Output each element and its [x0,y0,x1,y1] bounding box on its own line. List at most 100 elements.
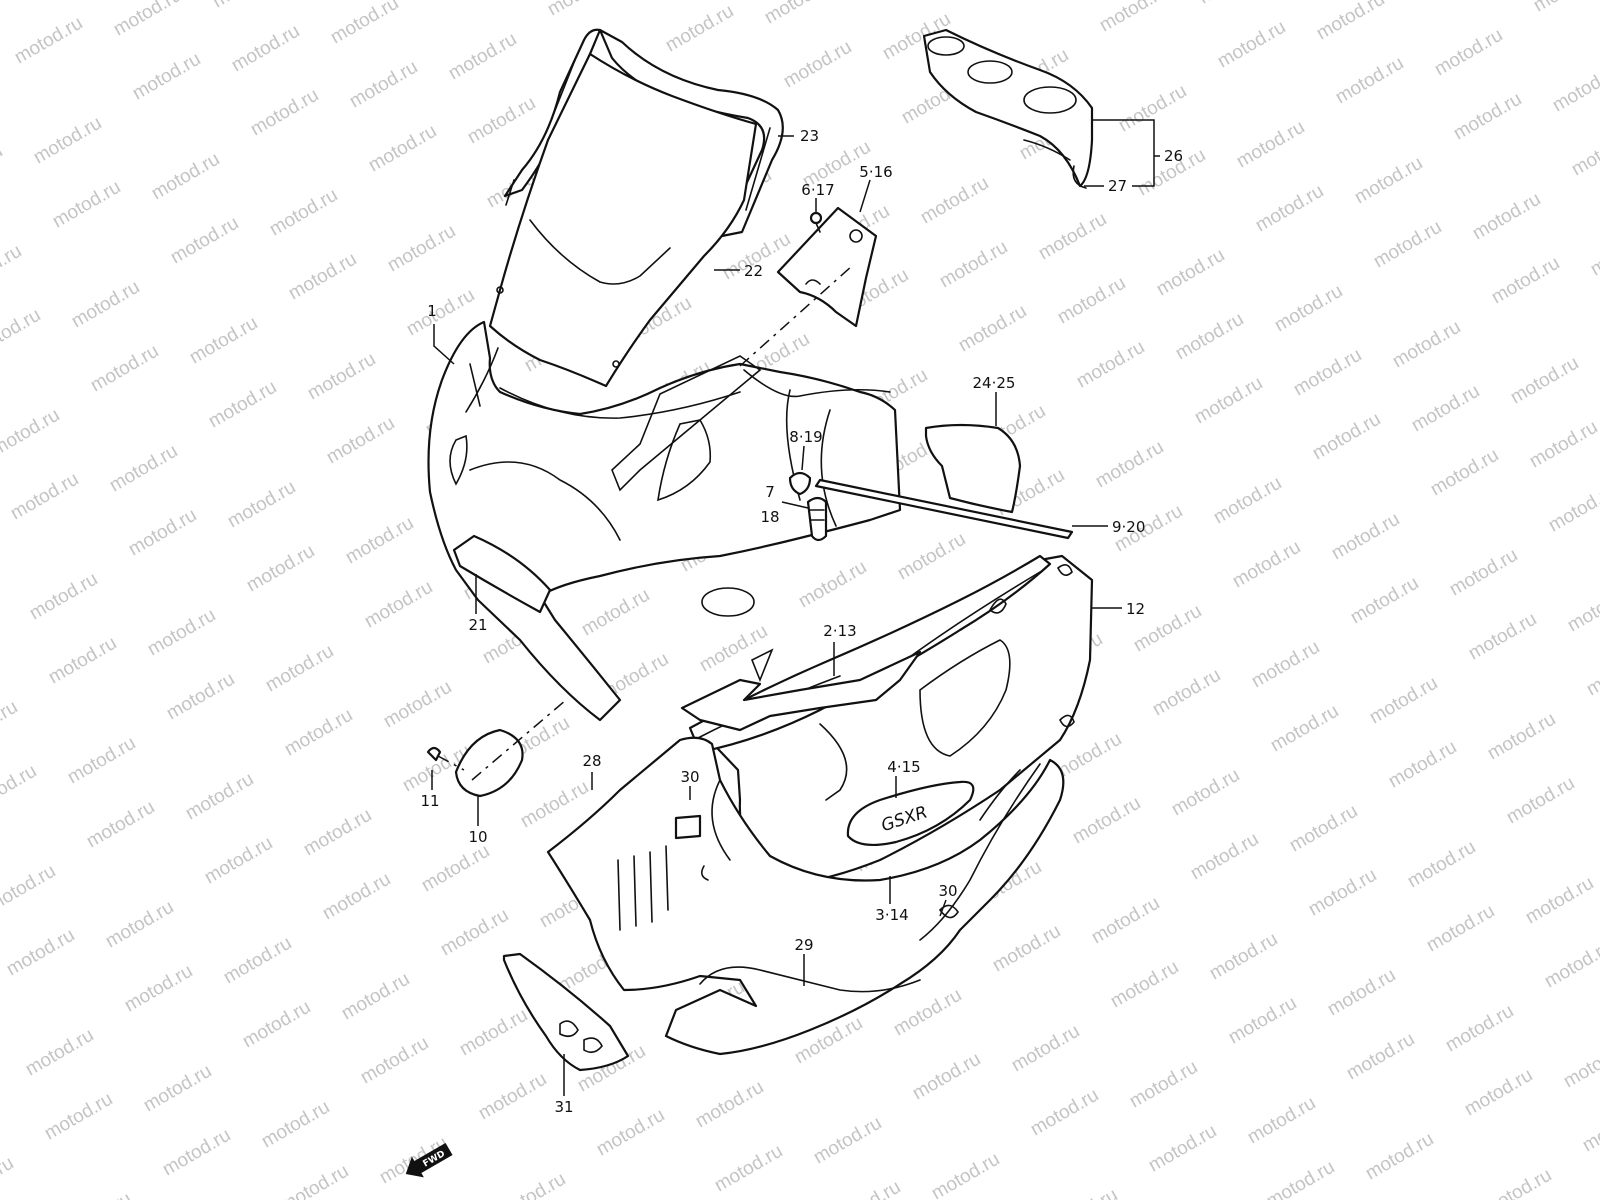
watermark-text: motod.ru [1328,509,1403,565]
callout-8-19: 8·19 [789,428,822,446]
watermark-text: motod.ru [456,1005,531,1061]
watermark-text: motod.ru [475,1069,550,1125]
watermark-text: motod.ru [228,21,303,77]
callout-3-14: 3·14 [875,906,908,924]
watermark-text: motod.ru [894,529,969,585]
watermark-text: motod.ru [1427,445,1502,501]
watermark-text: motod.ru [780,37,855,93]
callout-30-lower: 30 [938,882,957,900]
watermark-text: motod.ru [262,641,337,697]
watermark-text: motod.ru [517,777,592,833]
watermark-text: motod.ru [1526,417,1600,473]
watermark-text: motod.ru [1545,481,1600,537]
mirror-plate [776,206,878,328]
watermark-text: motod.ru [1214,17,1289,73]
watermark-text: motod.ru [890,985,965,1041]
watermark-text: motod.ru [1286,801,1361,857]
watermark-text: motod.ru [163,669,238,725]
watermark-text: motod.ru [909,1049,984,1105]
watermark-text: motod.ru [1484,709,1559,765]
watermark-text: motod.ru [437,905,512,961]
watermark-text: motod.ru [936,237,1011,293]
watermark-text: motod.ru [1149,665,1224,721]
watermark-text: motod.ru [1027,1085,1102,1141]
watermark-text: motod.ru [1073,337,1148,393]
windscreen [488,52,758,388]
watermark-text: motod.ru [1389,317,1464,373]
watermark-text: motod.ru [1560,1037,1600,1093]
callout-10: 10 [468,828,487,846]
watermark-text: motod.ru [1229,537,1304,593]
watermark-text: motod.ru [1507,353,1582,409]
callout-5-16: 5·16 [859,163,892,181]
watermark-text: motod.ru [300,805,375,861]
watermark-text: motod.ru [1172,309,1247,365]
watermark-text: motod.ru [0,141,6,197]
watermark-text: motod.ru [1541,937,1600,993]
watermark-text: motod.ru [1465,609,1540,665]
air-duct-21 [452,534,552,614]
watermark-text: motod.ru [1351,153,1426,209]
watermark-text: motod.ru [159,1125,234,1181]
watermark-text: motod.ru [1324,965,1399,1021]
callout-6-17: 6·17 [801,181,834,199]
watermark-text: motod.ru [1313,0,1388,44]
watermark-text: motod.ru [928,1149,1003,1200]
watermark-text: motod.ru [1446,545,1521,601]
lower-cowling [546,736,1065,1056]
watermark-text: motod.ru [0,597,2,653]
watermark-text: motod.ru [7,469,82,525]
clip-7-18 [806,496,828,542]
watermark-text: motod.ru [1347,573,1422,629]
callout-11: 11 [420,792,439,810]
watermark-text: motod.ru [380,677,455,733]
watermark-text: motod.ru [1267,701,1342,757]
watermark-text: motod.ru [1046,1185,1121,1200]
callout-12: 12 [1126,600,1145,618]
watermark-text: motod.ru [1206,929,1281,985]
watermark-text: motod.ru [494,1169,569,1200]
watermark-text: motod.ru [696,621,771,677]
watermark-text: motod.ru [1092,437,1167,493]
pin-11 [426,746,442,762]
watermark-text: motod.ru [357,1033,432,1089]
watermark-text: motod.ru [0,0,67,4]
cap-10 [454,728,524,798]
callout-29: 29 [794,936,813,954]
callout-28: 28 [582,752,601,770]
watermark-text: motod.ru [60,1189,135,1200]
watermark-text: motod.ru [1442,1001,1517,1057]
watermark-text: motod.ru [1522,873,1597,929]
watermark-text: motod.ru [144,605,219,661]
watermark-text: motod.ru [829,1177,904,1200]
watermark-text: motod.ru [1145,1121,1220,1177]
watermark-text: motod.ru [365,121,440,177]
watermark-text: motod.ru [1343,1029,1418,1085]
screw-6-17 [809,211,823,233]
watermark-text: motod.ru [186,313,261,369]
watermark-text: motod.ru [1309,409,1384,465]
watermark-text: motod.ru [1587,225,1600,281]
decal-2-13 [680,648,922,732]
watermark-text: motod.ru [1564,581,1600,637]
watermark-text: motod.ru [1115,81,1190,137]
callout-30-upper: 30 [680,768,699,786]
watermark-text: motod.ru [1480,1165,1555,1200]
watermark-text: motod.ru [464,93,539,149]
leader-lines [431,119,1160,1096]
callout-22: 22 [744,262,763,280]
watermark-text: motod.ru [1503,773,1578,829]
watermark-text: motod.ru [1450,89,1525,145]
bracket-31 [502,952,630,1072]
watermark-text: motod.ru [955,301,1030,357]
watermark-text: motod.ru [1461,1065,1536,1121]
watermark-text: motod.ru [319,869,394,925]
watermark-text: motod.ru [285,249,360,305]
watermark-text: motod.ru [917,173,992,229]
watermark-text: motod.ru [1225,993,1300,1049]
watermark-text: motod.ru [1366,673,1441,729]
watermark-text: motod.ru [0,305,44,361]
watermark-text: motod.ru [1305,865,1380,921]
watermark-text: motod.ru [323,413,398,469]
